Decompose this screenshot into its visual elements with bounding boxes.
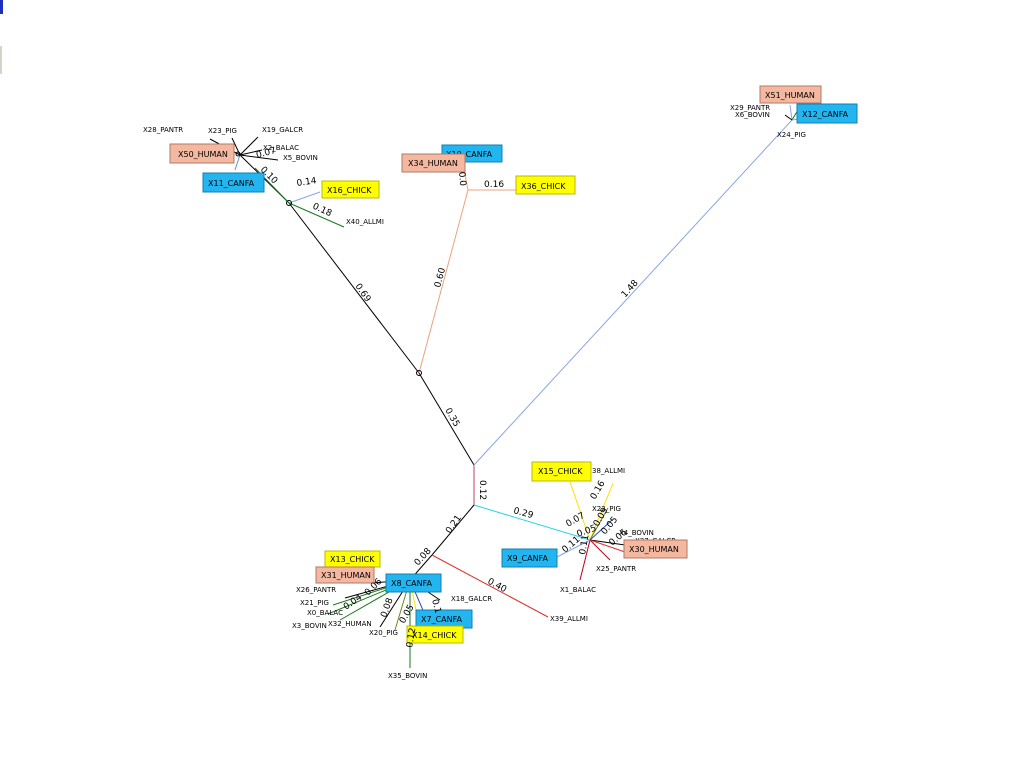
leaf-x18-galcr: X18_GALCR xyxy=(451,595,492,603)
blen-016b: 0.16 xyxy=(589,479,608,502)
svg-text:X51_HUMAN: X51_HUMAN xyxy=(765,91,815,100)
internal-branches xyxy=(239,119,793,618)
leaf-x21-pig: X21_PIG xyxy=(300,599,329,607)
box-x30-human: X30_HUMAN xyxy=(623,539,688,559)
branch-lower-to-right xyxy=(473,504,591,541)
svg-text:X36_CHICK: X36_CHICK xyxy=(521,182,566,191)
svg-text:X16_CHICK: X16_CHICK xyxy=(327,186,372,195)
box-x8-canfa: X8_CANFA xyxy=(385,573,442,593)
leaf-x29-pantr: X29_PANTR xyxy=(730,104,770,112)
svg-text:X31_HUMAN: X31_HUMAN xyxy=(321,571,371,580)
svg-text:X14_CHICK: X14_CHICK xyxy=(412,631,457,640)
svg-text:X8_CANFA: X8_CANFA xyxy=(391,579,432,588)
branch-upper-to-left-clade xyxy=(288,202,420,374)
box-x31-human: X31_HUMAN xyxy=(315,566,375,584)
box-x14-chick: X14_CHICK xyxy=(406,625,464,644)
box-x12-canfa: X12_CANFA xyxy=(796,103,858,124)
blen-014: 0.14 xyxy=(296,176,318,189)
leaf-x3-bovin: X3_BOVIN xyxy=(292,622,327,630)
box-x51-human: X51_HUMAN xyxy=(759,85,822,104)
branch-lower-to-bottom xyxy=(431,504,475,556)
blen-008b: 0.08 xyxy=(379,597,395,620)
box-x9-canfa: X9_CANFA xyxy=(501,548,558,568)
blen-029: 0.29 xyxy=(512,506,534,521)
blen-012: 0.12 xyxy=(477,480,487,500)
svg-text:X9_CANFA: X9_CANFA xyxy=(507,554,548,563)
blen-016: 0.16 xyxy=(484,180,504,190)
leaf-x38-allmi: 38_ALLMI xyxy=(592,467,625,475)
leaf-x5-bovin: X5_BOVIN xyxy=(283,154,318,162)
box-x36-chick: X36_CHICK xyxy=(515,175,576,195)
blen-003: 0.0 xyxy=(456,171,467,186)
svg-text:X11_CANFA: X11_CANFA xyxy=(208,179,255,188)
leaf-x35-bovin: X35_BOVIN xyxy=(388,672,427,680)
svg-text:X50_HUMAN: X50_HUMAN xyxy=(178,150,228,159)
blen-069: 0.69 xyxy=(353,282,373,304)
svg-text:X13_CHICK: X13_CHICK xyxy=(330,555,375,564)
box-x7-canfa: X7_CANFA xyxy=(415,609,473,629)
corner-scrollbar-hint xyxy=(0,46,2,74)
right-lower-clade-leaves xyxy=(556,481,626,581)
leaf-x25-pantr: X25_PANTR xyxy=(596,565,636,573)
box-x13-chick: X13_CHICK xyxy=(324,550,381,568)
svg-text:X12_CANFA: X12_CANFA xyxy=(802,110,849,119)
blen-012b: 0.12 xyxy=(405,627,418,648)
leaf-x22-pig: X22_PIG xyxy=(592,505,621,513)
leaf-x24-pig: X24_PIG xyxy=(777,131,806,139)
box-x50-human: X50_HUMAN xyxy=(169,143,235,164)
leaf-x20-pig: X20_PIG xyxy=(369,629,398,637)
box-x15-chick: X15_CHICK xyxy=(531,461,592,482)
svg-text:X30_HUMAN: X30_HUMAN xyxy=(629,545,679,554)
branch-to-x34-clade xyxy=(418,189,469,374)
leaf-x1-balac: X1_BALAC xyxy=(560,586,596,594)
leaf-x2-balac: X2_BALAC xyxy=(263,144,299,152)
blen-001: 0.1 xyxy=(429,598,442,614)
left-clade-leaves xyxy=(209,136,422,376)
branch-to-x12-clade xyxy=(473,119,793,466)
svg-text:X15_CHICK: X15_CHICK xyxy=(538,467,583,476)
svg-text:X10_CANFA: X10_CANFA xyxy=(446,150,493,159)
leaf-x6-bovin: X6_BOVIN xyxy=(735,111,770,119)
branch-root-to-upper xyxy=(418,372,475,466)
branch-x39 xyxy=(431,554,549,618)
leaf-x26-pantr: X26_PANTR xyxy=(296,586,336,594)
blen-005c: 0.05 xyxy=(398,603,417,625)
blen-040: 0.40 xyxy=(486,577,509,595)
svg-text:X34_HUMAN: X34_HUMAN xyxy=(408,159,458,168)
branch-length-labels: 0.69 0.35 0.60 1.48 0.12 0.21 0.29 0.08 … xyxy=(255,146,641,648)
svg-text:X7_CANFA: X7_CANFA xyxy=(421,615,462,624)
box-x34-human: X34_HUMAN xyxy=(401,153,466,173)
leaf-x32-human: X32_HUMAN xyxy=(328,620,372,628)
leaf-x0-balac: X0_BALAC xyxy=(307,609,343,617)
blen-060: 0.60 xyxy=(433,267,448,289)
blen-018: 0.18 xyxy=(311,202,334,220)
box-x11-canfa: X11_CANFA xyxy=(202,172,265,193)
corner-marker xyxy=(0,0,3,14)
leaf-x19-galcr: X19_GALCR xyxy=(262,126,303,134)
blen-011b: 0.11 xyxy=(578,534,591,555)
leaf-x28-pantr: X28_PANTR xyxy=(143,126,183,134)
leaf-x23-pig: X23_PIG xyxy=(208,127,237,135)
leaf-x4-bovin: X4_BOVIN xyxy=(619,529,654,537)
blen-021: 0.21 xyxy=(444,514,464,536)
blen-148: 1.48 xyxy=(620,278,641,300)
leaf-x40-allmi: X40_ALLMI xyxy=(346,218,384,226)
box-x16-chick: X16_CHICK xyxy=(321,180,380,199)
boxed-leaf-labels: X50_HUMAN X11_CANFA X16_CHICK X10_CANFA … xyxy=(169,85,858,644)
leaf-x39-allmi: X39_ALLMI xyxy=(550,615,588,623)
